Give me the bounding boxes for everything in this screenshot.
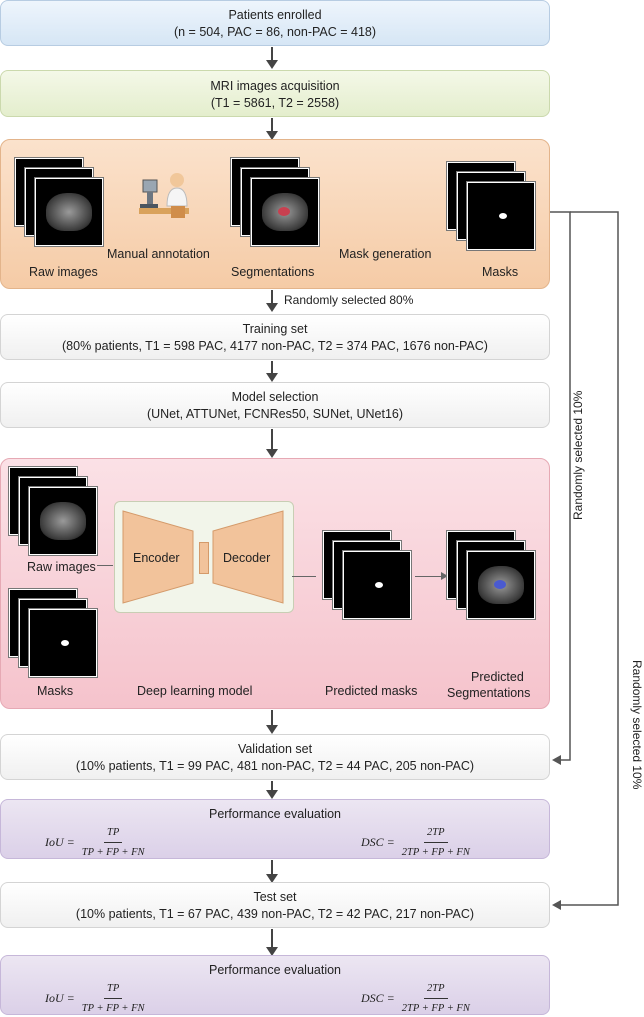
random10-label-b: Randomly selected 10%	[630, 660, 644, 790]
dl-raw-images-label: Raw images	[27, 560, 96, 574]
patients-enrolled-title: Patients enrolled	[228, 8, 322, 22]
training-set-box: Training set (80% patients, T1 = 598 PAC…	[0, 314, 550, 360]
arrow-8	[266, 860, 278, 883]
masks-to-seg-arrowhead	[441, 572, 448, 580]
segmentations-stack	[231, 158, 319, 248]
dl-masks-stack	[9, 589, 97, 679]
dl-raw-images-stack	[9, 467, 97, 557]
masks-label: Masks	[482, 265, 519, 279]
model-output-arrow	[292, 576, 316, 577]
encoder-shape	[122, 510, 194, 604]
arrow-3	[266, 290, 278, 312]
masks-to-seg-arrow	[415, 576, 443, 577]
route-test-line	[558, 211, 619, 906]
predicted-segmentations-label-2: Segmentations	[447, 686, 531, 700]
decoder-shape	[212, 510, 284, 604]
bottleneck	[199, 542, 209, 574]
raw-images-label: Raw images	[29, 265, 98, 279]
mri-title: MRI images acquisition	[210, 79, 340, 93]
predicted-segmentations-stack	[447, 531, 535, 621]
arrow-7	[266, 781, 278, 799]
arrow-4	[266, 361, 278, 382]
validation-title: Validation set	[237, 742, 313, 756]
annotator-icon	[137, 170, 193, 222]
arrow-9	[266, 929, 278, 956]
annotation-panel: Manual annotation Raw images Segmentatio…	[0, 139, 550, 289]
dl-masks-label: Masks	[37, 684, 74, 698]
arrow-5	[266, 429, 278, 458]
training-detail: (80% patients, T1 = 598 PAC, 4177 non-PA…	[62, 339, 488, 353]
masks-stack	[447, 162, 535, 252]
arrow-6	[266, 710, 278, 734]
raw-images-stack	[15, 158, 103, 248]
mri-detail: (T1 = 5861, T2 = 2558)	[210, 96, 340, 110]
route-test-arrowhead	[552, 900, 561, 910]
patients-enrolled-detail: (n = 504, PAC = 86, non-PAC = 418)	[173, 25, 377, 39]
random80-label: Randomly selected 80%	[284, 293, 414, 307]
encoder-label: Encoder	[133, 551, 180, 565]
manual-annotation-label: Manual annotation	[107, 247, 210, 261]
training-title: Training set	[242, 322, 308, 336]
mask-generation-label: Mask generation	[339, 247, 432, 261]
validation-detail: (10% patients, T1 = 99 PAC, 481 non-PAC,…	[75, 759, 475, 773]
patients-enrolled-box: Patients enrolled (n = 504, PAC = 86, no…	[0, 0, 550, 46]
perf1-title: Performance evaluation	[208, 807, 342, 821]
model-selection-box: Model selection (UNet, ATTUNet, FCNRes50…	[0, 382, 550, 428]
random10-label-a: Randomly selected 10%	[571, 390, 585, 520]
arrow-2	[266, 118, 278, 140]
predicted-segmentations-label-1: Predicted	[471, 670, 524, 684]
deep-learning-panel: Raw images Masks Encoder Decoder Deep le…	[0, 458, 550, 709]
model-selection-detail: (UNet, ATTUNet, FCNRes50, SUNet, UNet16)	[146, 407, 404, 421]
deep-learning-model-label: Deep learning model	[137, 684, 253, 698]
input-arrow	[97, 565, 113, 566]
model-box: Encoder Decoder	[114, 501, 294, 613]
model-selection-title: Model selection	[231, 390, 319, 404]
mri-acquisition-box: MRI images acquisition (T1 = 5861, T2 = …	[0, 70, 550, 117]
predicted-masks-stack	[323, 531, 411, 621]
test-detail: (10% patients, T1 = 67 PAC, 439 non-PAC,…	[75, 907, 475, 921]
route-validation-arrowhead	[552, 755, 561, 765]
test-title: Test set	[253, 890, 297, 904]
route-validation-line	[533, 211, 571, 761]
arrow-1	[266, 47, 278, 69]
test-set-box: Test set (10% patients, T1 = 67 PAC, 439…	[0, 882, 550, 928]
decoder-label: Decoder	[223, 551, 271, 565]
perf2-title: Performance evaluation	[208, 963, 342, 977]
segmentations-label: Segmentations	[231, 265, 315, 279]
validation-set-box: Validation set (10% patients, T1 = 99 PA…	[0, 734, 550, 780]
predicted-masks-label: Predicted masks	[325, 684, 418, 698]
